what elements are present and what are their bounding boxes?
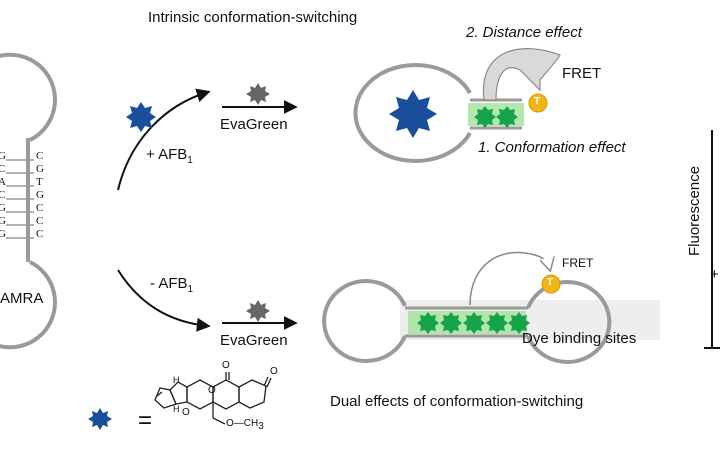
stem-base: G [36,189,44,201]
stem-base: G [0,228,6,240]
stem-base: C [36,150,44,162]
fluorescence-axis-label: Fluorescence [686,165,703,256]
stem-base: T [36,176,43,188]
minus-afb-label: - AFB1 [150,275,194,295]
evagreen-top-label: EvaGreen [220,116,288,133]
stem-base: G [0,202,6,214]
stem-base: C [0,163,6,175]
stem-base: C [36,215,44,227]
afb-o-ring2: O [182,407,190,418]
tamra-bottom-letter: T [547,277,554,288]
conformation-effect-label: 1. Conformation effect [478,139,626,156]
afb-o-keto: O [270,366,278,377]
stem-base: C [0,189,6,201]
afb-o-ring1: O [208,385,216,396]
afb1-structure [154,372,272,425]
evagreen-bottom-label: EvaGreen [220,332,288,349]
legend-equals: = [138,407,153,434]
stem-base: C [36,202,44,214]
tamra-top [528,93,548,113]
distance-effect-label: 2. Distance effect [466,24,582,41]
plus-afb-label: + AFB1 [146,146,193,166]
bottom-title: Dual effects of conformation-switching [330,393,584,410]
evagreen-star-bottom [246,300,270,322]
hairpin-stem-bonds [6,159,34,239]
afb-h1: H [173,375,180,385]
afb-h2: H [173,404,180,414]
hairpin-probe [0,52,57,350]
tamra-top-letter: T [534,96,541,107]
dye-stars-bottom [417,312,530,334]
afb-star-top [126,102,156,132]
stem-base: G [0,215,6,227]
tamra-label: AMRA [0,290,44,307]
bottom-fret-arrow [469,251,550,306]
axis-plus: + [710,266,719,283]
afb-o-top: O [222,360,230,371]
evagreen-star-top [246,83,270,105]
afb-star-legend [88,408,112,430]
tamra-bottom [541,274,561,294]
afb-star-bound [389,90,437,138]
stem-base: G [36,163,44,175]
stem-base: C [36,228,44,240]
afb-ome: O—CH3 [226,418,264,432]
bottom-fret-label: FRET [562,256,594,270]
top-fret-label: FRET [562,65,602,82]
stem-base: G [0,150,6,162]
distance-effect-arrow [482,48,561,101]
stem-base: A [0,176,6,188]
top-title: Intrinsic conformation-switching [148,9,358,26]
dye-binding-sites-label: Dye binding sites [522,330,637,347]
arrow-minus-afb [117,269,211,332]
dye-stars-top [474,106,518,128]
